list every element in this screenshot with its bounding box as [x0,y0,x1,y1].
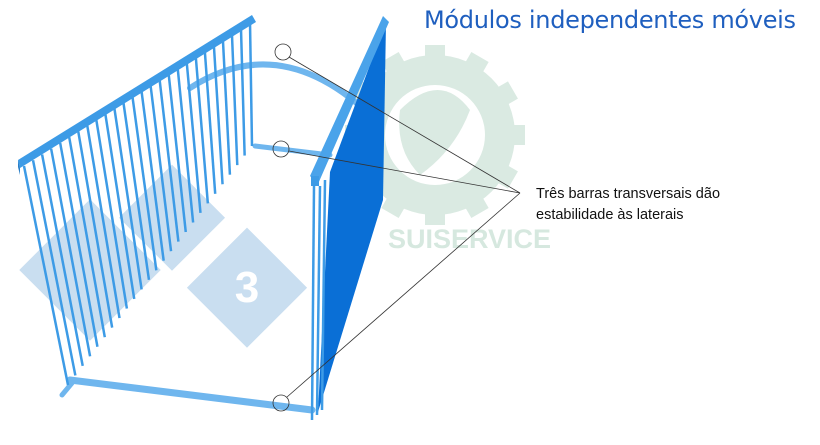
baluster [113,108,143,290]
baluster [248,21,254,147]
baluster [212,44,224,185]
baluster [104,113,136,300]
baluster [22,165,70,386]
bottom-cross-bar [66,376,316,414]
baluster [221,39,232,175]
baluster [58,142,99,347]
baluster [31,159,77,376]
baluster [77,131,114,328]
left-top-rail [18,15,256,168]
baluster [86,125,121,319]
baluster [40,154,84,367]
baluster [176,67,195,223]
baluster [67,136,107,338]
baluster [95,119,129,309]
baluster [158,79,180,242]
gear-logo-icon [345,45,525,225]
right-top-rail [310,16,389,184]
top-bar-marker [274,43,292,61]
bottom-bar-marker [272,394,290,412]
baluster [149,85,173,252]
middle-bar-marker [272,140,290,158]
middle-cross-bar [252,143,333,158]
baluster [230,33,239,166]
baluster [140,90,165,261]
callout-markers [272,43,521,412]
baluster [122,102,151,281]
page-title: Módulos independentes móveis [424,6,796,34]
baluster [203,50,217,194]
baluster [131,96,158,271]
watermark-brand: SUISERVICE [388,224,551,254]
annotation-line-2: estabilidade às laterais [536,207,684,223]
right-panel-posts [310,179,327,421]
baluster [167,73,188,233]
baluster [239,27,246,156]
baluster [194,56,210,204]
baluster [49,148,92,357]
annotation-line-1: Três barras transversais dão [536,186,721,202]
badge-digit: 3 [235,263,259,312]
right-panel-fill [318,22,386,412]
left-panel-bars [22,21,254,386]
suiservice-watermark [345,45,525,225]
baluster [185,62,202,214]
